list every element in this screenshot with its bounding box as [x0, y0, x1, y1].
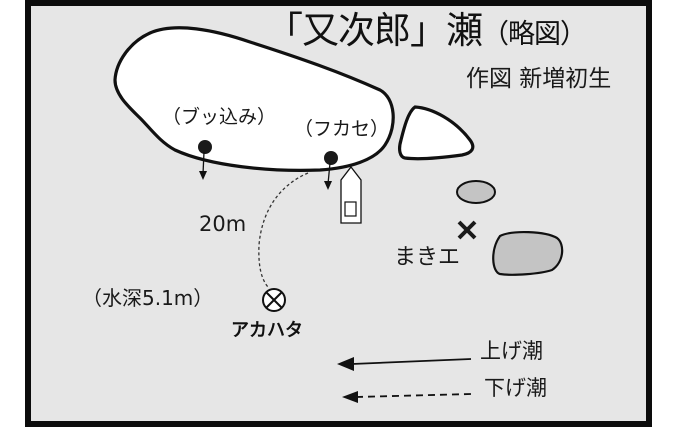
legend-rising-tide: 上げ潮: [480, 339, 543, 363]
label-spot-bukkomi: （ブッ込み）: [162, 106, 277, 128]
boat-icon: [340, 165, 362, 224]
main-island: [113, 26, 395, 172]
distance-curve: [258, 172, 309, 288]
submerged-rock-small: [456, 180, 496, 204]
chum-marker-icon: [457, 220, 477, 240]
rising-tide-arrow-icon: [337, 357, 472, 371]
triangle-rock: [398, 105, 475, 161]
label-distance: 20m: [199, 212, 247, 236]
map-author: 作図 新増初生: [466, 66, 612, 92]
label-spot-fukase: （フカセ）: [294, 118, 390, 140]
fishing-spot-bukkomi-icon: [198, 140, 212, 180]
submerged-rock-large: [492, 231, 564, 276]
map-title: 「又次郎」瀬（略図）: [266, 9, 587, 52]
fishing-spot-fukase-icon: [324, 151, 338, 190]
label-catch-point: アカハタ: [231, 320, 303, 341]
map-title-suffix: （略図）: [482, 19, 587, 50]
map-title-main: 「又次郎」瀬: [266, 9, 483, 52]
label-depth: （水深5.1m）: [82, 286, 214, 310]
falling-tide-arrow-icon: [342, 391, 472, 403]
catch-marker-icon: [262, 288, 286, 312]
label-chum-point: まきエ: [394, 245, 461, 270]
legend-falling-tide: 下げ潮: [484, 376, 547, 400]
